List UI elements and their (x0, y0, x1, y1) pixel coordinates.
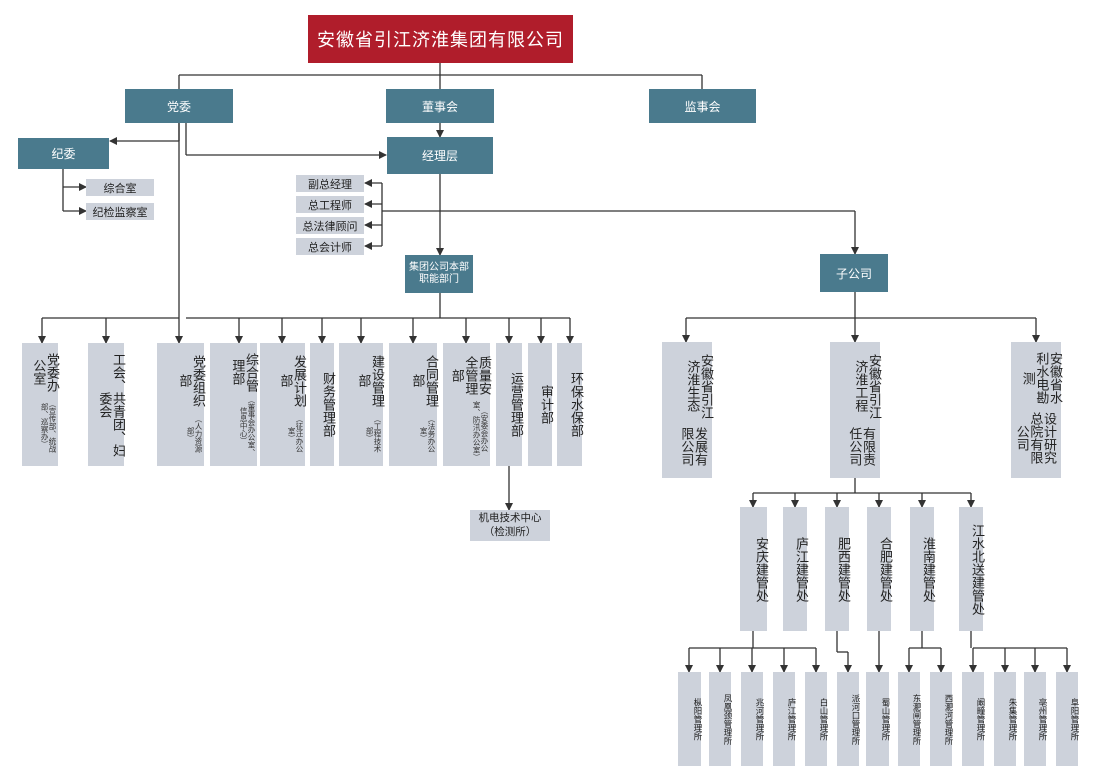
hq-dept-5-sub: （法务办公室） (419, 415, 436, 453)
hq-dept-1-sub: （董事会办公室、信息中心） (239, 395, 256, 456)
hq-dept-9: 环保水保部 (557, 343, 583, 466)
hq-dept-3: 财务管理部 (310, 343, 335, 466)
chief-engineer-box: 总工程师 (296, 196, 364, 213)
hq-dept-8: 审计部 (528, 343, 553, 466)
chief-accountant-box: 总会计师 (296, 238, 364, 255)
station-9: 阚疃管理所 (962, 672, 985, 766)
subsidiary-ecology-l1: 安徽省引江济淮生态 (684, 353, 713, 419)
station-12: 阜阳管理所 (1056, 672, 1079, 766)
hq-dept-2: 发展计划部 （征迁办公室） (260, 343, 306, 466)
construction-office-5: 江水北送建管处 (959, 507, 984, 631)
hq-functional-line2: 职能部门 (419, 274, 459, 285)
group-company-title: 安徽省引江济淮集团有限公司 (308, 15, 573, 63)
union-box: 工会、共青团、妇委会 (88, 343, 125, 466)
subsidiary-engineering-l1: 安徽省引江济淮工程 (852, 353, 881, 419)
hq-dept-4: 建设管理部 （工程技术部） (339, 343, 384, 466)
subsidiary-ecology-l2: 发展有限公司 (678, 426, 707, 466)
station-0: 枞阳管理所 (678, 672, 702, 766)
subsidiary-design-box: 安徽省水利水电勘测 设计研究总院有限公司 (1011, 342, 1062, 478)
hq-functional-box: 集团公司本部 职能部门 (405, 255, 473, 293)
subsidiary-design-l1: 安徽省水利水电勘测 (1019, 352, 1062, 405)
hq-dept-0-label: 党委组织部 (176, 354, 205, 407)
station-3: 庐江管理所 (773, 672, 796, 766)
construction-office-0: 安庆建管处 (740, 507, 768, 631)
station-1: 凤凰颈管理所 (709, 672, 732, 766)
board-of-directors-box: 董事会 (386, 89, 494, 123)
hq-dept-6-sub: （安委会办公室、防汛办公室） (472, 400, 489, 461)
station-11: 亳州管理所 (1024, 672, 1047, 766)
union-label: 工会、共青团、妇委会 (96, 352, 125, 457)
hq-dept-6-label: 质量安全管理部 (448, 356, 491, 396)
general-office-box: 综合室 (86, 179, 154, 196)
mechanical-electrical-center-box: 机电技术中心 （检测所） (470, 510, 550, 541)
subsidiary-ecology-box: 安徽省引江济淮生态 发展有限公司 (662, 342, 713, 478)
party-committee-box: 党委 (125, 89, 233, 123)
subsidiary-engineering-l2: 有限责任公司 (846, 426, 875, 466)
subsidiary-design-l2: 设计研究总院有限公司 (1013, 412, 1056, 465)
hq-dept-7: 运营管理部 (496, 343, 523, 466)
management-box: 经理层 (387, 137, 493, 174)
construction-office-3: 合肥建管处 (867, 507, 892, 631)
hq-dept-1: 综合管理部 （董事会办公室、信息中心） (210, 343, 258, 466)
hq-dept-0: 党委组织部 （人力资源部） (157, 343, 205, 466)
subsidiaries-box: 子公司 (820, 254, 888, 292)
hq-dept-2-label: 发展计划部 (277, 354, 306, 407)
construction-office-1: 庐江建管处 (783, 507, 808, 631)
hq-dept-2-sub: （征迁办公室） (287, 415, 304, 453)
construction-office-4: 淮南建管处 (910, 507, 935, 631)
deputy-gm-box: 副总经理 (296, 175, 364, 192)
hq-dept-3-label: 财务管理部 (320, 372, 335, 437)
supervisory-board-box: 监事会 (649, 89, 756, 123)
station-5: 派河口管理所 (837, 672, 860, 766)
hq-dept-4-sub: （工程技术部） (365, 415, 382, 453)
subsidiary-engineering-box: 安徽省引江济淮工程 有限责任公司 (830, 342, 881, 478)
hq-dept-1-label: 综合管理部 (229, 352, 258, 392)
hq-dept-9-label: 环保水保部 (568, 372, 583, 437)
discipline-committee-box: 纪委 (18, 138, 109, 169)
mech-center-line1: 机电技术中心 (478, 512, 542, 525)
station-7: 东淝闸管理所 (898, 672, 921, 766)
hq-dept-5-label: 合同管理部 (409, 354, 438, 407)
discipline-inspection-box: 纪检监察室 (86, 203, 154, 220)
hq-dept-5: 合同管理部 （法务办公室） (389, 343, 438, 466)
party-office-sub: （宣传部、统战部、巡察办） (40, 399, 57, 453)
station-4: 白山管理所 (805, 672, 828, 766)
party-office-label: 党委办公室 (30, 352, 59, 392)
construction-office-2: 肥西建管处 (825, 507, 850, 631)
station-8: 西淝河管理所 (930, 672, 953, 766)
hq-functional-line1: 集团公司本部 (409, 262, 469, 273)
chief-legal-box: 总法律顾问 (296, 217, 364, 234)
station-10: 朱集管理所 (994, 672, 1017, 766)
hq-dept-6: 质量安全管理部 （安委会办公室、防汛办公室） (443, 343, 491, 466)
station-2: 兆河管理所 (741, 672, 764, 766)
station-6: 蜀山管理所 (866, 672, 890, 766)
hq-dept-7-label: 运营管理部 (508, 372, 523, 437)
mech-center-line2: （检测所） (483, 525, 537, 538)
hq-dept-0-sub: （人力资源部） (186, 415, 203, 453)
hq-dept-8-label: 审计部 (538, 385, 553, 424)
hq-dept-4-label: 建设管理部 (355, 354, 384, 407)
party-office-box: 党委办公室 （宣传部、统战部、巡察办） (22, 343, 59, 466)
